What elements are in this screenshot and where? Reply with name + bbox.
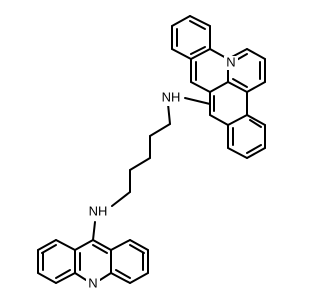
bond <box>227 114 248 126</box>
bond <box>171 48 192 60</box>
bond <box>129 157 151 171</box>
bond <box>129 272 149 284</box>
bond <box>246 144 262 154</box>
bond <box>92 244 108 254</box>
bond <box>115 269 131 279</box>
bond <box>184 97 211 105</box>
bond <box>190 81 211 93</box>
bond <box>37 239 57 251</box>
bond <box>209 114 229 126</box>
bond <box>37 272 57 284</box>
bond <box>111 191 131 207</box>
bond <box>232 78 248 88</box>
bond <box>110 239 131 251</box>
bond <box>110 272 131 284</box>
bond <box>190 46 206 55</box>
upper-acridine <box>171 15 266 159</box>
bond <box>149 123 171 137</box>
bond <box>246 147 266 159</box>
structure-canvas: N NH NH N <box>37 15 266 291</box>
bond <box>129 239 149 251</box>
bond <box>171 15 191 27</box>
lower-amine-label: NH <box>89 203 108 218</box>
atom-labels: N NH NH N <box>86 54 238 291</box>
upper-ring-nitrogen-label: N <box>226 54 235 69</box>
bond <box>209 81 229 93</box>
molecule-drawing: N NH NH N <box>37 15 266 291</box>
lower-acridine <box>37 221 149 284</box>
bond <box>189 15 211 27</box>
bond <box>55 269 71 279</box>
upper-amine-label: NH <box>162 89 181 104</box>
bond <box>167 103 171 125</box>
lower-ring-nitrogen-label: N <box>88 275 97 290</box>
bond <box>41 244 57 254</box>
bond <box>92 239 112 251</box>
bond <box>55 239 76 251</box>
bond <box>74 239 94 251</box>
bond <box>189 20 206 30</box>
linker-chain <box>111 97 211 207</box>
bond <box>246 114 266 126</box>
bond <box>190 48 211 60</box>
bond <box>246 81 266 93</box>
bond <box>227 81 248 93</box>
bond <box>246 48 266 60</box>
bond <box>92 221 96 241</box>
bond <box>99 272 112 281</box>
bond <box>249 119 262 128</box>
bond <box>74 272 87 281</box>
bond <box>227 147 248 159</box>
bond <box>129 244 145 254</box>
bond <box>55 272 76 284</box>
